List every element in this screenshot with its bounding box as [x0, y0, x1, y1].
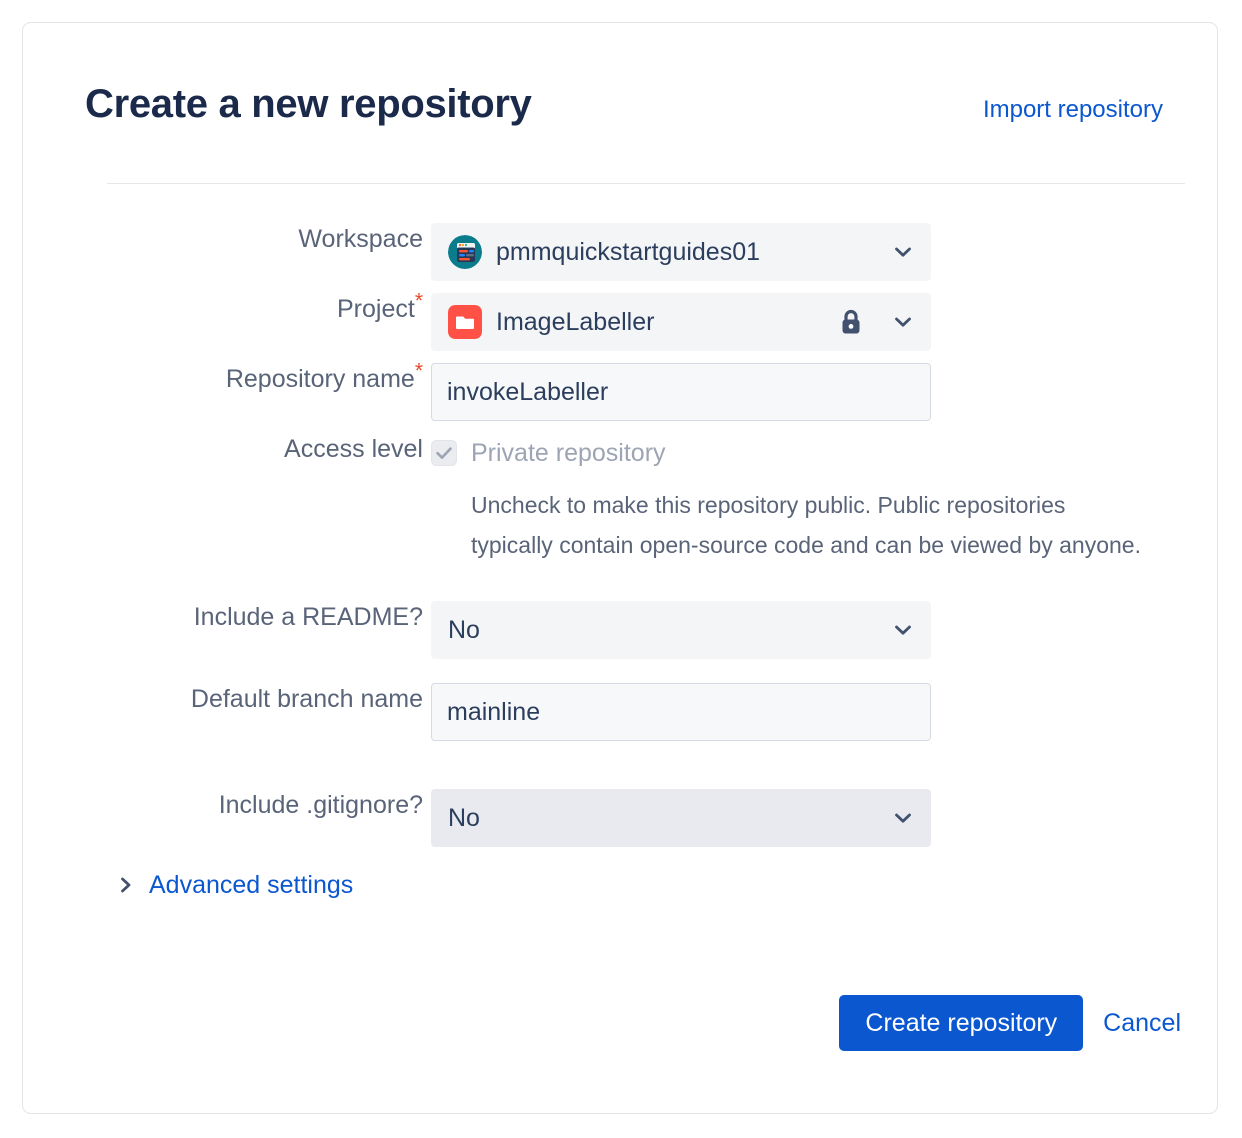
chevron-down-icon: [892, 619, 914, 641]
default-branch-name-input[interactable]: [431, 683, 931, 741]
include-gitignore-value: No: [448, 803, 480, 832]
include-readme-row: Include a README? No: [107, 601, 1185, 659]
cancel-button[interactable]: Cancel: [1099, 995, 1185, 1051]
workspace-value: pmmquickstartguides01: [496, 237, 761, 266]
project-folder-avatar-icon: [448, 305, 482, 339]
include-readme-label: Include a README?: [107, 601, 431, 633]
repository-name-required-marker: *: [414, 359, 423, 383]
access-level-row: Access level Private repository Uncheck …: [107, 433, 1185, 565]
project-control: ImageLabeller: [431, 293, 931, 351]
project-label: Project*: [107, 289, 431, 325]
create-repository-form: Workspace: [107, 223, 1185, 901]
repository-name-control: [431, 363, 931, 421]
repository-name-label: Repository name*: [107, 359, 431, 395]
form-actions: Create repository Cancel: [107, 995, 1185, 1051]
private-repository-checkbox-wrap[interactable]: Private repository: [431, 433, 1131, 473]
chevron-down-icon: [892, 241, 914, 263]
workspace-row: Workspace: [107, 223, 1185, 281]
include-readme-value: No: [448, 615, 480, 644]
access-level-label: Access level: [107, 433, 431, 465]
chevron-right-icon: [117, 875, 135, 895]
access-level-control: Private repository Uncheck to make this …: [431, 433, 1141, 565]
lock-icon: [838, 307, 864, 337]
advanced-settings-label: Advanced settings: [149, 871, 354, 899]
include-gitignore-select[interactable]: No: [431, 789, 931, 847]
repository-name-input[interactable]: [431, 363, 931, 421]
import-repository-link[interactable]: Import repository: [982, 96, 1163, 123]
default-branch-name-row: Default branch name: [107, 683, 1185, 741]
chevron-down-icon: [892, 807, 914, 829]
repository-name-label-text: Repository name: [225, 365, 415, 393]
include-gitignore-label-text: Include .gitignore?: [218, 791, 423, 819]
default-branch-name-control: [431, 683, 931, 741]
create-repository-card: Create a new repository Import repositor…: [22, 22, 1218, 1114]
page-title: Create a new repository: [85, 82, 532, 126]
include-readme-select[interactable]: No: [431, 601, 931, 659]
project-required-marker: *: [414, 289, 423, 313]
access-level-helper-text: Uncheck to make this repository public. …: [471, 492, 1141, 558]
workspace-select[interactable]: pmmquickstartguides01: [431, 223, 931, 281]
chevron-down-icon: [892, 311, 914, 333]
private-repository-label: Private repository: [471, 439, 666, 467]
advanced-settings-toggle[interactable]: Advanced settings: [107, 869, 353, 901]
workspace-control: pmmquickstartguides01: [431, 223, 931, 281]
include-readme-label-text: Include a README?: [193, 603, 423, 631]
include-gitignore-row: Include .gitignore? No: [107, 789, 1185, 847]
repository-name-row: Repository name*: [107, 359, 1185, 421]
header-divider: [107, 183, 1185, 184]
default-branch-name-label: Default branch name: [107, 683, 431, 715]
create-repository-button[interactable]: Create repository: [839, 995, 1084, 1051]
project-row: Project* ImageLabeller: [107, 289, 1185, 351]
access-level-label-text: Access level: [284, 435, 423, 463]
default-branch-name-label-text: Default branch name: [190, 685, 423, 713]
project-value: ImageLabeller: [496, 307, 655, 336]
include-readme-control: No: [431, 601, 931, 659]
card-header: Create a new repository Import repositor…: [85, 79, 1163, 129]
workspace-avatar-icon: [448, 235, 482, 269]
include-gitignore-label: Include .gitignore?: [107, 789, 431, 821]
project-label-text: Project: [337, 295, 415, 323]
project-select[interactable]: ImageLabeller: [431, 293, 931, 351]
private-repository-checkbox[interactable]: [431, 440, 457, 466]
workspace-label-text: Workspace: [298, 225, 423, 253]
include-gitignore-control: No: [431, 789, 931, 847]
workspace-label: Workspace: [107, 223, 431, 255]
